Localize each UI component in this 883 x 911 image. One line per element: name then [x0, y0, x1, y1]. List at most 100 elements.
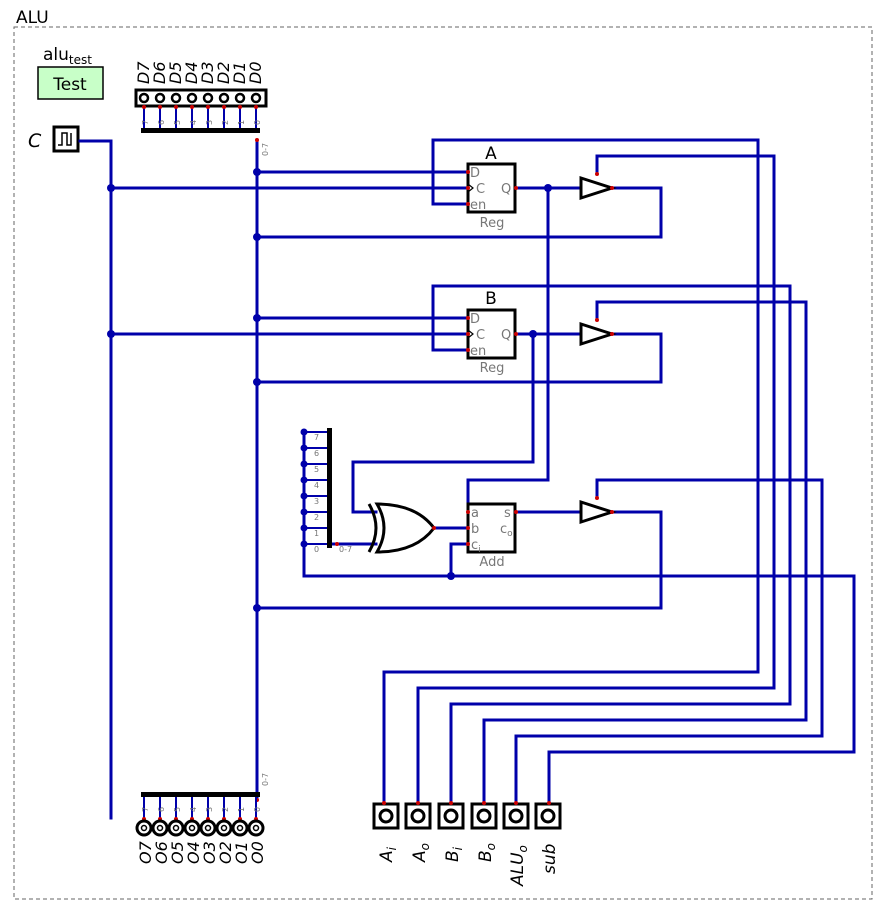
data-input-label: D7: [134, 61, 153, 84]
svg-text:0: 0: [253, 120, 262, 125]
svg-text:co: co: [500, 522, 513, 539]
data-input-label: D3: [198, 62, 217, 85]
data-input-bit-labels: 7 6 5 4 3 2 1 0: [141, 120, 262, 125]
adder[interactable]: a b ci s co Add: [466, 502, 518, 570]
svg-text:2: 2: [314, 513, 319, 522]
test-button-label: Test: [52, 75, 87, 95]
svg-text:7: 7: [141, 807, 150, 812]
register-a-title: A: [485, 144, 497, 164]
svg-text:5: 5: [173, 807, 182, 812]
data-input-label: D1: [230, 62, 249, 85]
svg-text:en: en: [470, 198, 486, 213]
data-input-range: 0-7: [261, 143, 270, 156]
circuit-title: ALU: [16, 8, 49, 28]
svg-text:O6: O6: [152, 841, 171, 864]
register-b[interactable]: B D C en Q Reg: [466, 289, 518, 376]
control-labels: Ai Ao Bi Bo ALUo sub: [377, 843, 560, 887]
driver-b: [579, 318, 617, 347]
svg-text:b: b: [471, 522, 479, 537]
svg-text:O2: O2: [216, 841, 235, 864]
junction-dots: [107, 168, 552, 612]
data-output-range: 0-7: [261, 773, 270, 786]
svg-text:5: 5: [314, 465, 319, 474]
data-output-group: 0-7 7 6 5 4 3 2 1 0: [135, 773, 270, 864]
test-button[interactable]: Test: [37, 66, 104, 100]
svg-text:O5: O5: [168, 841, 187, 864]
svg-text:4: 4: [189, 120, 198, 125]
control-inputs: Ai Ao Bi Bo ALUo sub: [372, 801, 562, 887]
svg-text:D: D: [470, 166, 480, 181]
register-b-type: Reg: [480, 361, 505, 376]
svg-text:a: a: [471, 506, 479, 521]
xor-gate: [367, 502, 436, 554]
svg-text:D: D: [470, 312, 480, 327]
svg-text:6: 6: [157, 807, 166, 812]
svg-text:O0: O0: [248, 841, 267, 864]
data-input-switch[interactable]: [138, 92, 262, 104]
svg-text:C: C: [476, 182, 485, 197]
data-input-label: D2: [214, 62, 233, 85]
test-case-label: alutest: [43, 45, 92, 67]
data-input-group: D7 D6 D5 D4 D3 D2 D1 D0: [134, 61, 270, 156]
control-label-sub: sub: [540, 844, 560, 874]
data-input-block: [134, 88, 268, 108]
control-input-sub[interactable]: [534, 801, 562, 830]
data-input-label: D4: [182, 62, 201, 85]
svg-text:3: 3: [205, 807, 214, 812]
svg-text:O7: O7: [136, 840, 155, 864]
register-a[interactable]: A D C en Q Reg: [466, 144, 518, 231]
driver-a: [579, 172, 617, 201]
control-label-b-out: Bo: [476, 843, 498, 862]
svg-text:5: 5: [173, 120, 182, 125]
control-label-b-in: Bi: [443, 846, 465, 862]
data-input-pins: [142, 105, 258, 109]
data-output-led: [135, 819, 265, 837]
svg-text:4: 4: [189, 807, 198, 812]
svg-text:0: 0: [314, 545, 319, 554]
circuit-frame: [13, 26, 873, 900]
svg-text:Q: Q: [501, 182, 511, 197]
data-output-labels: O7 O6 O5 O4 O3 O2 O1 O0: [136, 840, 267, 864]
svg-text:6: 6: [157, 120, 166, 125]
svg-text:3: 3: [205, 120, 214, 125]
clock-icon[interactable]: [52, 125, 80, 153]
clock-label: C: [28, 130, 42, 152]
svg-text:ci: ci: [471, 538, 481, 555]
register-a-type: Reg: [480, 216, 505, 231]
data-output-splitter-bar: [141, 792, 260, 797]
control-label-a-out: Ao: [410, 843, 432, 863]
splitter-range: 0-7: [339, 545, 352, 554]
adder-type: Add: [479, 555, 504, 570]
driver-alu: [579, 496, 617, 525]
control-input-b-in[interactable]: [437, 801, 465, 830]
wires: [78, 138, 856, 820]
svg-text:7: 7: [314, 433, 319, 442]
svg-text:O4: O4: [184, 841, 203, 864]
svg-text:2: 2: [221, 120, 230, 125]
data-input-label: D6: [150, 62, 169, 85]
svg-text:O1: O1: [232, 841, 251, 864]
svg-text:0: 0: [253, 807, 262, 812]
splitter: 7 6 5 4 3 2 1 0 0-7: [314, 428, 352, 554]
data-input-label: D5: [166, 62, 185, 85]
register-b-title: B: [485, 289, 497, 309]
svg-text:7: 7: [141, 120, 150, 125]
data-input-label: D0: [246, 62, 265, 85]
svg-text:s: s: [504, 506, 511, 521]
svg-text:2: 2: [221, 807, 230, 812]
svg-text:1: 1: [237, 120, 246, 125]
control-label-a-in: Ai: [377, 846, 399, 863]
svg-text:4: 4: [314, 481, 319, 490]
control-input-a-in[interactable]: [372, 801, 400, 830]
svg-text:1: 1: [314, 529, 319, 538]
svg-text:C: C: [476, 328, 485, 343]
svg-text:1: 1: [237, 807, 246, 812]
svg-text:3: 3: [314, 497, 319, 506]
control-label-alu-out: ALUo: [508, 845, 530, 887]
svg-text:en: en: [470, 344, 486, 359]
control-input-a-out[interactable]: [404, 801, 432, 830]
data-output-bit-labels: 7 6 5 4 3 2 1 0: [141, 807, 262, 812]
control-input-alu-out[interactable]: [502, 801, 530, 830]
control-input-b-out[interactable]: [470, 801, 498, 830]
